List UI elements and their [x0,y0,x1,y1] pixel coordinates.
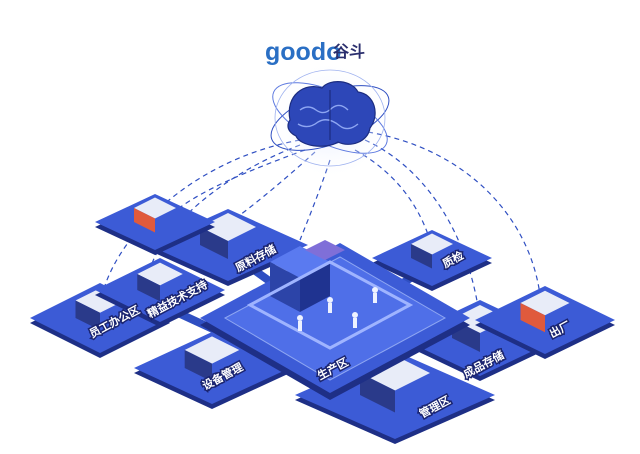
object-body [520,303,545,333]
arc-to-shipping [367,131,541,296]
inspection-icon [372,230,492,291]
production-hub [200,240,470,400]
truck-icon [95,194,215,255]
object-body [200,227,228,259]
brand-name-chinese: 谷斗 [333,43,365,61]
robot-icon [95,258,225,327]
arc-to-logistics [169,149,306,216]
object-body [411,244,432,269]
arc-to-inspection [354,149,431,241]
brand-logo: goodo 谷斗 [265,38,365,66]
object-body [134,208,155,233]
brain-icon [270,60,390,180]
object-body [75,300,100,331]
arc-to-transport [149,144,301,271]
object-body [360,373,395,413]
station-platforms [30,194,615,444]
object-top [184,336,240,364]
arc-to-finished [364,139,481,321]
object-body [137,274,160,302]
machine-icon [134,332,290,409]
object-body [184,350,212,382]
truck-icon [475,286,615,359]
